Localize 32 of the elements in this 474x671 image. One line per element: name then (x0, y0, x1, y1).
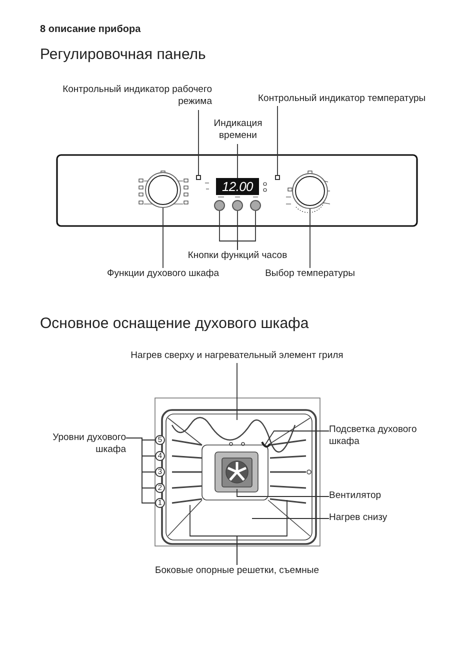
leader-line (198, 110, 199, 176)
leader-line (236, 362, 238, 420)
callout-text: Индикация времени (208, 118, 268, 144)
callout-text: Уровни духового шкафа (30, 432, 126, 458)
callout-text: Контрольный индикатор рабочего режима (40, 84, 212, 110)
leader-line (252, 518, 330, 519)
clock-button (214, 200, 225, 211)
leader-line (236, 500, 288, 566)
time-display: 12.00 (216, 178, 259, 195)
callout-text: Вентилятор (329, 490, 409, 503)
leader-line (237, 144, 238, 178)
control-knob (148, 175, 178, 205)
section-heading: Основное оснащение духового шкафа (40, 314, 309, 334)
control-knob (295, 176, 325, 206)
clock-button (250, 200, 261, 211)
indicator-light (196, 175, 201, 180)
leader-line (277, 106, 278, 176)
callout-text: Подсветка духового шкафа (329, 424, 429, 450)
clock-button (232, 200, 243, 211)
indicator-light (275, 175, 280, 180)
callout-text: Нагрев снизу (329, 512, 409, 525)
page-header: 8 описание прибора (40, 23, 141, 37)
leader-line (264, 430, 330, 446)
leader-line (237, 210, 256, 250)
callout-text: Нагрев сверху и нагревательный элемент гриля (100, 350, 374, 363)
callout-text: Боковые опорные решетки, съемные (117, 565, 357, 578)
callout-text: Выбор температуры (260, 268, 360, 281)
callout-text: Функции духового шкафа (98, 268, 228, 281)
callout-text: Кнопки функций часов (180, 250, 295, 263)
section-heading: Регулировочная панель (40, 45, 206, 65)
leader-line (236, 488, 330, 497)
callout-text: Контрольный индикатор температуры (258, 93, 440, 106)
